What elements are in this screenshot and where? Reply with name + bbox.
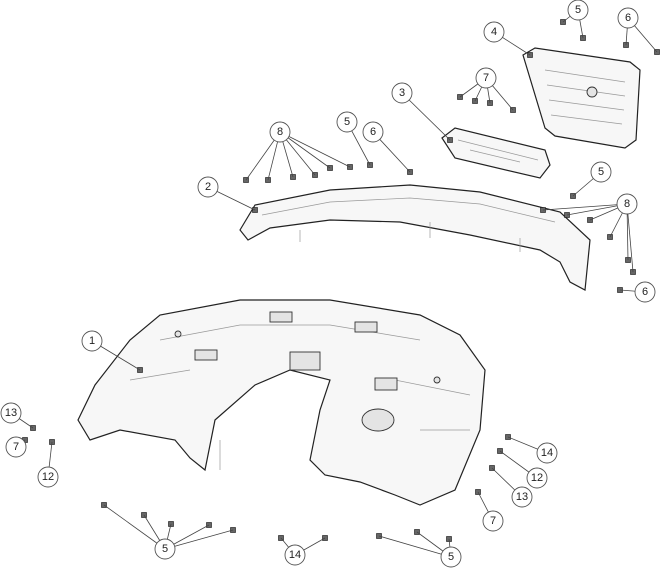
callout-number: 6 — [625, 12, 631, 24]
callout-number: 5 — [575, 4, 581, 16]
callout-4[interactable]: 4 — [483, 21, 531, 56]
callout-6[interactable]: 6 — [362, 121, 411, 173]
callout-bubble — [336, 111, 358, 133]
callout-number: 4 — [491, 26, 497, 38]
callout-5[interactable]: 5 — [562, 0, 589, 39]
callout-5[interactable]: 5 — [572, 161, 612, 197]
callout-6[interactable]: 6 — [617, 7, 658, 53]
callout-bubble — [37, 466, 59, 488]
callout-bubble — [440, 546, 462, 568]
callout-number: 7 — [490, 515, 496, 527]
callout-12[interactable]: 12 — [499, 450, 548, 489]
callout-number: 5 — [448, 551, 454, 563]
callout-number: 8 — [624, 198, 630, 210]
callout-number: 5 — [598, 166, 604, 178]
callout-6[interactable]: 6 — [619, 281, 656, 303]
callout-number: 6 — [370, 126, 376, 138]
callout-5[interactable]: 5 — [378, 531, 462, 568]
callout-1[interactable]: 1 — [81, 330, 141, 371]
callout-number: 7 — [483, 72, 489, 84]
callout-number: 2 — [205, 181, 211, 193]
callout-number: 12 — [531, 472, 543, 484]
callout-bubble — [362, 121, 384, 143]
callout-bubble — [526, 467, 548, 489]
callout-bubble — [483, 21, 505, 43]
callout-bubble — [567, 0, 589, 21]
callout-number: 14 — [289, 549, 301, 561]
part-2-rear-bumper[interactable] — [239, 184, 591, 291]
leader-line — [378, 535, 452, 558]
callout-number: 7 — [13, 441, 19, 453]
callout-number: 13 — [5, 407, 17, 419]
leader-line — [401, 92, 451, 141]
leader-line — [279, 131, 351, 168]
callout-bubble — [511, 486, 533, 508]
callout-8[interactable]: 8 — [245, 121, 351, 181]
callout-bubble — [616, 193, 638, 215]
callout-bubble — [536, 442, 558, 464]
callout-bubble — [284, 544, 306, 566]
callout-13[interactable]: 13 — [0, 402, 34, 429]
callout-bubble — [391, 82, 413, 104]
callout-number: 14 — [541, 447, 553, 459]
callout-5[interactable]: 5 — [103, 504, 234, 560]
callout-number: 5 — [162, 543, 168, 555]
callout-bubble — [81, 330, 103, 352]
callout-number: 5 — [344, 116, 350, 128]
leader-line — [103, 504, 166, 550]
callout-7[interactable]: 7 — [477, 491, 504, 532]
callout-number: 3 — [399, 87, 405, 99]
callout-bubble — [269, 121, 291, 143]
callout-7[interactable]: 7 — [459, 67, 514, 111]
leader-line — [626, 203, 634, 273]
callout-bubble — [154, 538, 176, 560]
callout-bubble — [475, 67, 497, 89]
callout-number: 6 — [642, 286, 648, 298]
part-1-rear-fender[interactable] — [77, 299, 486, 506]
callout-number: 12 — [42, 471, 54, 483]
callout-12[interactable]: 12 — [37, 441, 59, 488]
part-4-grille-panel[interactable] — [522, 47, 641, 149]
callout-bubble — [5, 436, 27, 458]
callout-bubble — [482, 510, 504, 532]
callout-13[interactable]: 13 — [491, 467, 533, 508]
callout-7[interactable]: 7 — [5, 436, 27, 458]
callout-2[interactable]: 2 — [197, 176, 256, 211]
callout-bubble — [197, 176, 219, 198]
callout-bubble — [634, 281, 656, 303]
callout-number: 8 — [277, 126, 283, 138]
leader-line — [164, 529, 234, 550]
part-3-light-bracket[interactable] — [441, 127, 551, 179]
callout-3[interactable]: 3 — [391, 82, 451, 141]
callout-5[interactable]: 5 — [336, 111, 371, 166]
callout-bubble — [617, 7, 639, 29]
callout-14[interactable]: 14 — [280, 537, 326, 566]
callout-14[interactable]: 14 — [507, 436, 558, 464]
leader-line — [542, 203, 628, 211]
callout-8[interactable]: 8 — [542, 193, 638, 273]
callout-bubble — [0, 402, 22, 424]
callout-number: 13 — [516, 491, 528, 503]
callout-number: 1 — [89, 335, 95, 347]
callout-bubble — [590, 161, 612, 183]
